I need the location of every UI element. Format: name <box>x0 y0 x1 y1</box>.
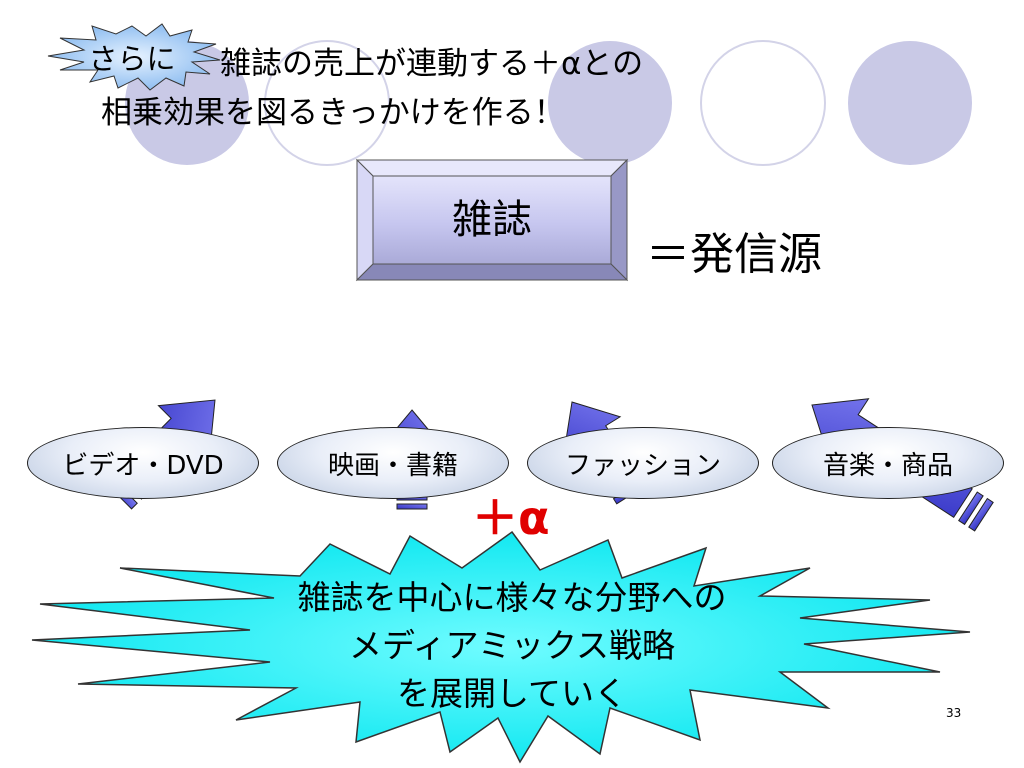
page-number: 33 <box>946 706 962 720</box>
oval-movie-books: 映画・書籍 <box>277 427 509 499</box>
magazine-box-label: 雑誌 <box>452 197 532 243</box>
oval-label: ファッション <box>564 450 721 481</box>
deco-circle-filled <box>548 41 672 165</box>
oval-label: ビデオ・DVD <box>62 450 224 481</box>
burst-text-line-1: 雑誌を中心に様々な分野への <box>297 578 727 617</box>
magazine-box: 雑誌 <box>357 160 627 280</box>
source-label: ＝発信源 <box>646 229 822 280</box>
oval-music-goods: 音楽・商品 <box>772 427 1004 499</box>
decorative-circles <box>125 40 972 166</box>
sarani-badge: さらに <box>78 38 186 76</box>
deco-circle-outline <box>700 40 826 166</box>
oval-video-dvd: ビデオ・DVD <box>27 427 259 499</box>
oval-fashion: ファッション <box>527 427 759 499</box>
burst-text-line-3: を展開していく <box>396 674 627 713</box>
title-line-1: 雑誌の売上が連動する＋αとの <box>220 46 644 82</box>
starburst-shape <box>31 530 971 764</box>
oval-label: 映画・書籍 <box>327 450 458 481</box>
badge-burst-shape <box>47 23 221 91</box>
deco-circle-filled <box>848 41 972 165</box>
burst-text-line-2: メディアミックス戦略 <box>348 626 676 665</box>
oval-label: 音楽・商品 <box>822 450 953 481</box>
title-line-2: 相乗効果を図るきっかけを作る！ <box>101 95 565 131</box>
deco-circle-outline <box>264 40 390 166</box>
plus-alpha-label: ＋α <box>472 491 550 545</box>
sarani-badge-text: さらに <box>88 42 176 76</box>
magazine-box-graphic <box>355 158 629 282</box>
